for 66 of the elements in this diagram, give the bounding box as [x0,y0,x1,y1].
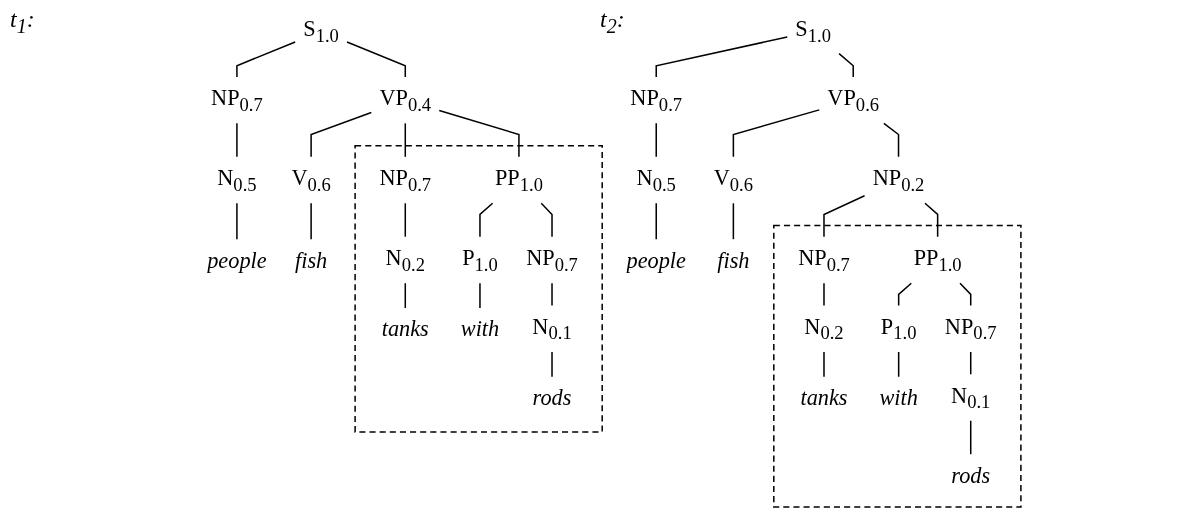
connector [823,282,825,307]
node-text: NP$_{0.2}$ [872,164,925,195]
tree-label: t$_{1}$: [10,6,35,38]
node-text: N$_{0.2}$ [385,244,425,275]
connector [236,41,296,78]
node-text: PP$_{1.0}$ [913,244,962,275]
node-text: N$_{0.5}$ [636,164,676,195]
connector [540,202,553,238]
connector [310,111,373,158]
connector [310,202,312,240]
node-text: NP$_{0.7}$ [630,84,683,115]
node-text: P$_{1.0}$ [462,244,498,275]
connector [897,351,900,378]
connector [969,420,972,455]
connector [959,282,972,307]
connector [438,109,520,158]
node-text: NP$_{0.7}$ [526,244,578,275]
cluster [354,144,603,433]
connector [969,351,972,376]
connector [732,109,820,158]
connector [236,202,238,240]
node-text: P$_{1.0}$ [880,313,917,344]
node-text: rods [532,384,572,411]
node-text: N$_{0.5}$ [217,164,257,195]
node-text: fish [717,247,750,273]
connector [655,122,657,158]
node-text: NP$_{0.7}$ [798,244,850,275]
connector [823,351,825,378]
node-text: NP$_{0.7}$ [211,84,263,115]
connector [404,122,407,158]
node-text: S$_{1.0}$ [795,16,831,46]
connector [479,282,481,309]
connector [897,282,913,307]
node-text: rods [951,462,991,488]
connector [404,282,407,309]
node-text: fish [295,247,328,273]
connector [479,202,494,238]
node-text: V$_{0.6}$ [291,164,331,195]
connector [551,282,553,307]
node-text: with [460,316,500,342]
connector [732,202,735,240]
connector [883,122,900,158]
connector [346,41,407,78]
node-text: V$_{0.6}$ [713,164,754,195]
connector [838,52,854,78]
tree-label: t$_{2}$: [600,6,625,38]
node-text: S$_{1.0}$ [303,16,339,46]
node-text: with [879,384,918,411]
cluster [773,224,1022,508]
node-text: PP$_{1.0}$ [494,164,543,195]
connector [655,202,657,240]
node-text: NP$_{0.7}$ [944,313,997,344]
node-text: N$_{0.2}$ [804,313,844,344]
node-text: VP$_{0.6}$ [827,84,880,115]
connector [924,202,939,238]
node-text: tanks [381,316,429,342]
node-text: NP$_{0.7}$ [379,164,432,195]
node-text: VP$_{0.4}$ [379,84,432,115]
node-text: N$_{0.1}$ [532,313,572,344]
connector [236,122,238,158]
connector [823,194,866,238]
connector [404,202,407,238]
connector [655,36,788,78]
node-text: tanks [800,384,848,411]
node-text: N$_{0.1}$ [951,382,991,413]
connector [551,351,553,378]
